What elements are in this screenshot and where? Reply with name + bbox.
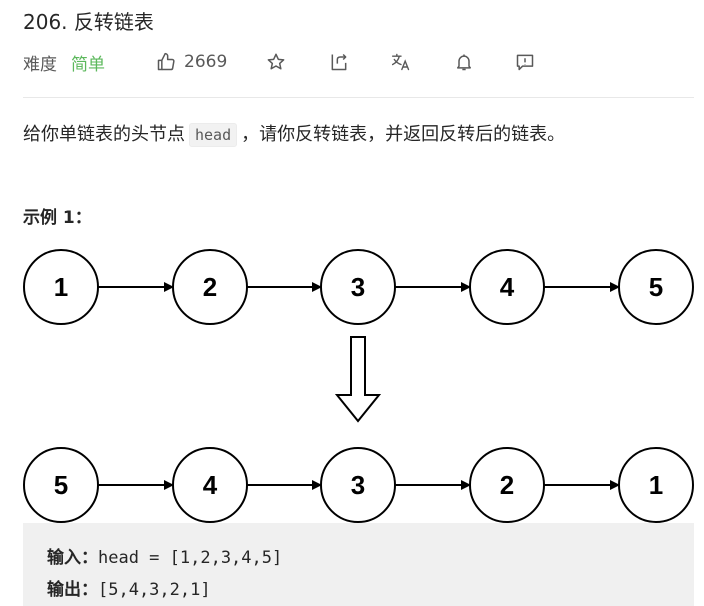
like-count: 2669: [184, 52, 228, 72]
example-title: 示例 1：: [23, 208, 92, 228]
input-label: 输入：: [47, 548, 98, 568]
bottom-node-label-2: 4: [203, 470, 218, 500]
output-label: 输出：: [47, 580, 98, 600]
difficulty-value: 简单: [71, 54, 105, 75]
inline-code-head: head: [189, 123, 238, 147]
input-line: 输入：head = [1,2,3,4,5]: [47, 543, 282, 568]
top-node-label-2: 2: [203, 272, 217, 302]
top-node-label-4: 4: [500, 272, 515, 302]
thumbs-up-icon[interactable]: [154, 50, 178, 74]
top-node-label-3: 3: [351, 272, 365, 302]
feedback-icon[interactable]: [513, 50, 537, 74]
output-line: 输出：[5,4,3,2,1]: [47, 575, 211, 600]
top-node-label-5: 5: [649, 272, 663, 302]
reversed-list: 5 4 3 2 1: [23, 447, 694, 523]
problem-meta-bar: 难度 简单 2669: [23, 48, 693, 76]
description-text-after: ，请你反转链表，并返回反转后的链表。: [241, 124, 566, 145]
share-button[interactable]: [327, 48, 351, 76]
difficulty: 难度 简单: [23, 48, 105, 76]
difficulty-label: 难度: [23, 54, 57, 75]
like-button[interactable]: 2669: [154, 48, 227, 76]
example-io-block: 输入：head = [1,2,3,4,5] 输出：[5,4,3,2,1]: [23, 523, 694, 606]
bottom-node-label-4: 2: [500, 470, 514, 500]
input-value: head = [1,2,3,4,5]: [98, 548, 283, 568]
notification-button[interactable]: [452, 48, 476, 76]
bell-icon[interactable]: [452, 50, 476, 74]
top-node-label-1: 1: [54, 272, 68, 302]
translate-button[interactable]: [389, 48, 413, 76]
bottom-node-label-3: 3: [351, 470, 365, 500]
star-icon[interactable]: [264, 50, 288, 74]
problem-title: 206. 反转链表: [23, 10, 154, 34]
bottom-node-5: [618, 447, 694, 523]
bottom-node-label-1: 5: [54, 470, 68, 500]
original-list: 1 2 3 4 5: [23, 249, 694, 325]
share-icon[interactable]: [327, 50, 351, 74]
down-arrow-icon: [334, 336, 382, 423]
feedback-button[interactable]: [513, 48, 537, 76]
bottom-node-label-5: 1: [649, 470, 663, 500]
top-node-5: [618, 249, 694, 325]
header-divider: [23, 97, 694, 98]
favorite-button[interactable]: [264, 48, 288, 76]
translate-icon[interactable]: [389, 50, 413, 74]
output-value: [5,4,3,2,1]: [98, 580, 211, 600]
description-text-before: 给你单链表的头节点: [23, 124, 185, 145]
